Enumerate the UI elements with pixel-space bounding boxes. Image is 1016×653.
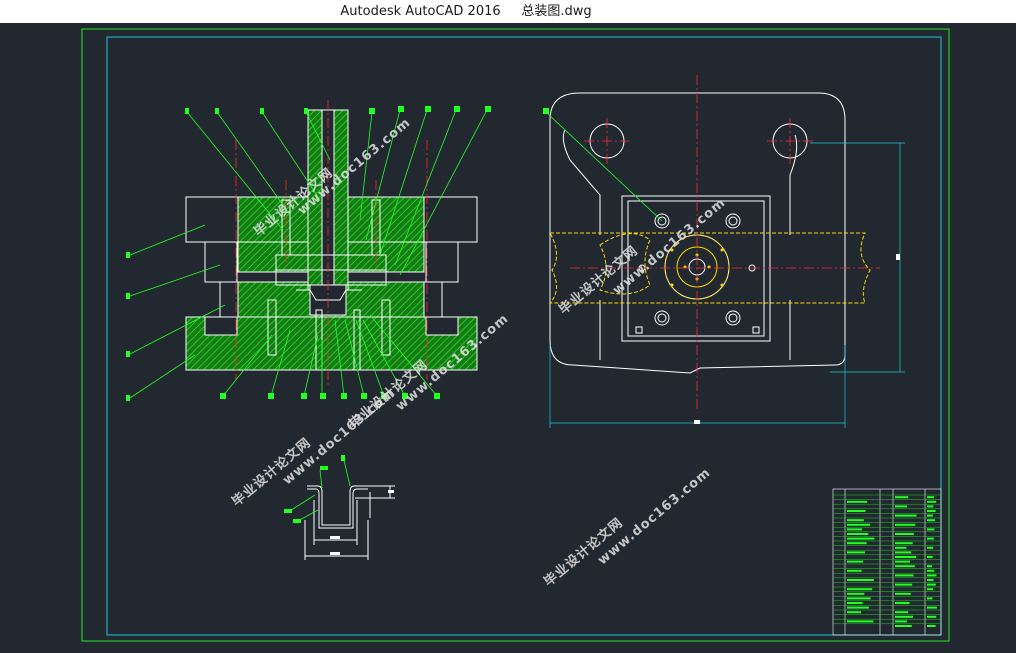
file-name: 总装图.dwg <box>521 4 592 19</box>
assembly-centerlines <box>235 100 428 385</box>
assembly-section-view <box>185 109 478 371</box>
assembly-balloons <box>126 106 491 401</box>
top-view-centerlines <box>570 75 880 412</box>
drawing-svg <box>81 28 950 642</box>
bom-table <box>832 488 942 636</box>
drawing-canvas[interactable]: 毕业设计论文网 www.doc163.com 毕业设计论文网 www.doc16… <box>0 23 1016 653</box>
window-title: Autodesk AutoCAD 2016 总装图.dwg <box>0 0 932 23</box>
bom-cells <box>847 496 937 627</box>
outer-frame <box>81 28 950 642</box>
top-view-leader <box>546 112 663 222</box>
title-bar: Autodesk AutoCAD 2016 总装图.dwg <box>0 0 1016 24</box>
inner-frame <box>106 36 942 636</box>
part-detail-view <box>304 485 395 560</box>
assembly-leaders <box>129 109 488 399</box>
app-title: Autodesk AutoCAD 2016 <box>340 4 501 19</box>
bom-rows <box>833 494 941 625</box>
